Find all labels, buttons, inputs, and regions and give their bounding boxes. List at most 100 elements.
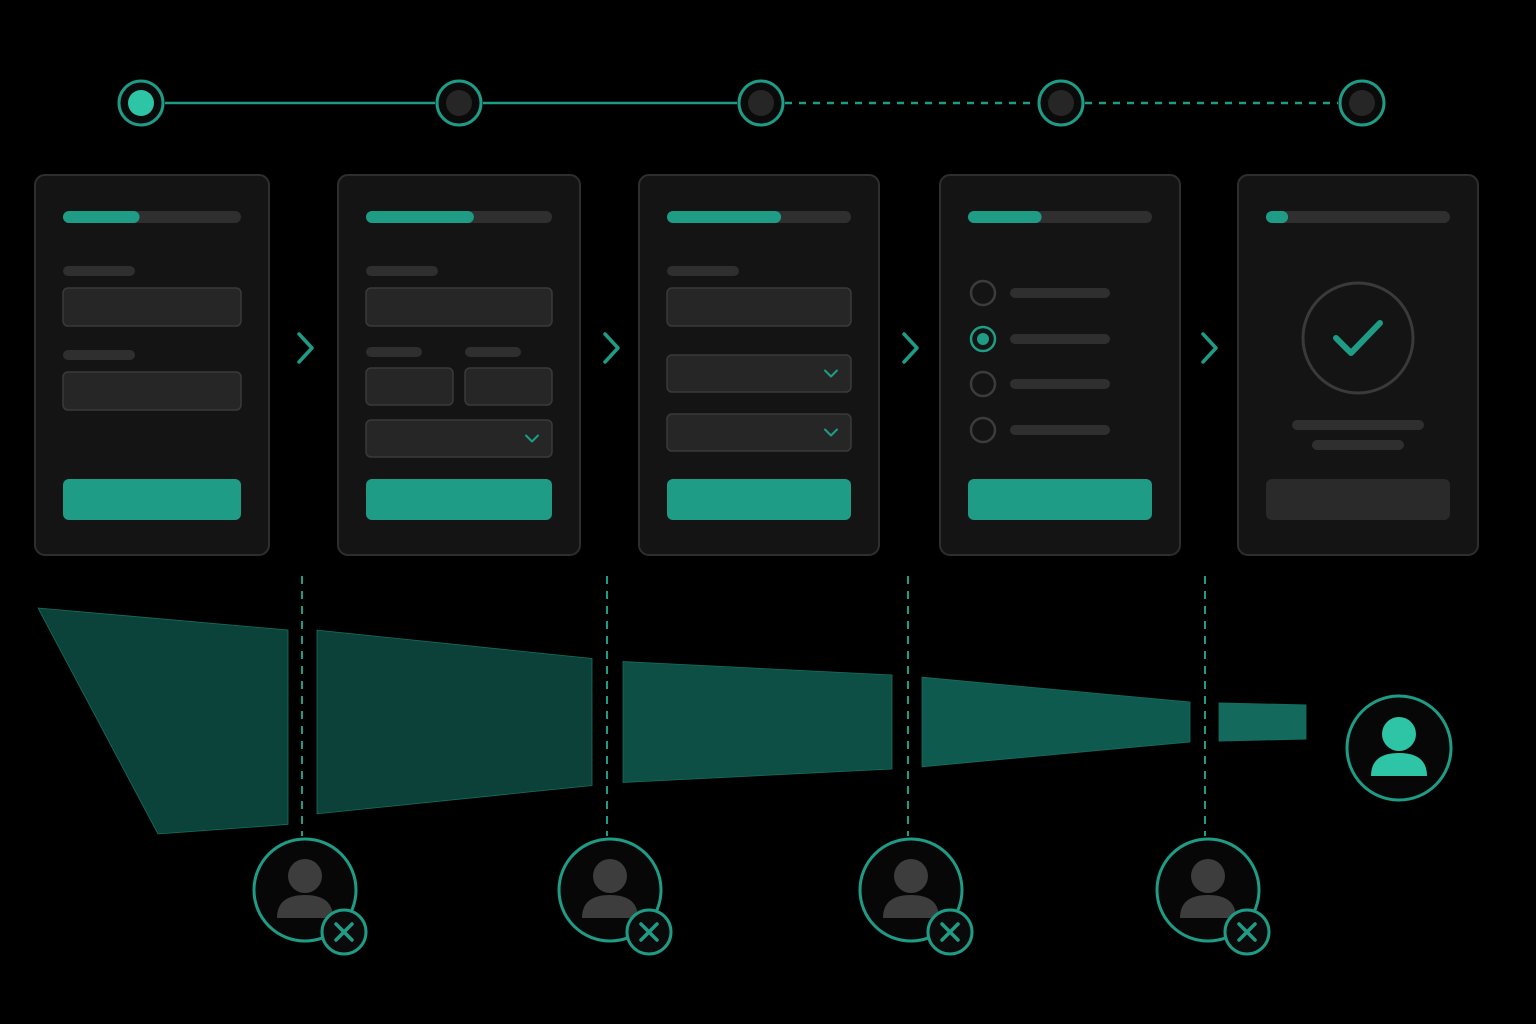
step-dot <box>1048 90 1074 116</box>
primary-button[interactable] <box>968 479 1152 520</box>
user-body <box>883 895 939 918</box>
option-label <box>1010 334 1110 344</box>
form-screens <box>34 174 1479 556</box>
option-label <box>1010 379 1110 389</box>
dropoff-guides <box>301 576 1206 836</box>
conversion-funnel <box>37 607 1307 835</box>
progress-fill <box>63 211 140 223</box>
stepper-step-4 <box>1037 79 1085 127</box>
user-head <box>894 859 928 893</box>
user-body <box>277 895 333 918</box>
radio-option-1 <box>969 279 1110 307</box>
dropoff-users <box>252 837 1271 956</box>
user-x-icon <box>858 837 974 956</box>
select-box <box>666 413 852 452</box>
chevron-down-icon <box>824 428 838 437</box>
text-field <box>666 287 852 327</box>
text-field <box>365 287 553 327</box>
radio-button <box>969 279 997 307</box>
screen-progress-bar <box>63 211 241 223</box>
user-head <box>1191 859 1225 893</box>
progress-track <box>1266 211 1450 223</box>
user-icon <box>1345 694 1453 802</box>
chevron-right-icon <box>902 332 919 364</box>
radio-option-3 <box>969 370 1110 398</box>
completed-user <box>1345 694 1453 802</box>
progress-stepper <box>117 79 1386 127</box>
chevron-right-icon <box>297 332 314 364</box>
text-field <box>62 287 242 327</box>
stepper-step-5 <box>1338 79 1386 127</box>
screen-progress-bar <box>1266 211 1450 223</box>
user-body <box>1180 895 1236 918</box>
stepper-step-2 <box>435 79 483 127</box>
step-dot <box>748 90 774 116</box>
progress-fill <box>1266 211 1289 223</box>
user-head <box>1382 717 1416 751</box>
check-ring <box>1301 281 1415 395</box>
select-box <box>365 419 553 458</box>
user-x-icon <box>1155 837 1271 956</box>
user-body <box>1371 753 1427 776</box>
radio-button <box>969 416 997 444</box>
secondary-button <box>1266 479 1450 520</box>
chevron-down-icon <box>824 369 838 378</box>
radio-option-2 <box>969 325 1110 353</box>
chevron-down-icon <box>525 434 539 443</box>
funnel-segment-4 <box>921 676 1191 768</box>
progress-fill <box>366 211 474 223</box>
screen-progress-bar <box>968 211 1152 223</box>
check-mark <box>1333 320 1383 356</box>
option-label <box>1010 425 1110 435</box>
screen-progress-bar <box>366 211 552 223</box>
check-circle-icon <box>1301 281 1415 395</box>
select-box <box>666 354 852 393</box>
primary-button[interactable] <box>366 479 552 520</box>
step-dot <box>1349 90 1375 116</box>
screen-card-4 <box>939 174 1181 556</box>
user-body <box>582 895 638 918</box>
screen-progress-bar <box>667 211 851 223</box>
user-head <box>288 859 322 893</box>
progress-fill <box>667 211 782 223</box>
field-label <box>63 350 135 360</box>
progress-fill <box>968 211 1042 223</box>
funnel-segment-1 <box>37 607 289 835</box>
stepper-step-1 <box>117 79 165 127</box>
primary-button[interactable] <box>667 479 851 520</box>
radio-dot <box>977 333 989 345</box>
user-x-icon <box>252 837 368 956</box>
screen-card-1 <box>34 174 270 556</box>
select-field <box>666 413 852 452</box>
close-icon <box>334 922 354 942</box>
close-icon <box>940 922 960 942</box>
chevron-right-icon <box>1201 332 1218 364</box>
funnel-segment-5 <box>1218 702 1307 742</box>
close-icon <box>1237 922 1257 942</box>
primary-button[interactable] <box>63 479 241 520</box>
option-label <box>1010 288 1110 298</box>
step-dot <box>446 90 472 116</box>
text-field-half <box>365 367 454 406</box>
screen-card-2 <box>337 174 581 556</box>
radio-button <box>969 325 997 353</box>
message-line <box>1292 420 1424 430</box>
radio-button <box>969 370 997 398</box>
select-field <box>365 419 553 458</box>
stepper-step-3 <box>737 79 785 127</box>
field-label <box>667 266 739 276</box>
screen-frame <box>939 174 1181 556</box>
field-label <box>465 347 521 357</box>
user-head <box>593 859 627 893</box>
screen-arrows <box>297 332 1218 364</box>
user-x-icon <box>557 837 673 956</box>
select-field <box>666 354 852 393</box>
step-dot <box>128 90 154 116</box>
field-label <box>366 266 438 276</box>
screen-card-3 <box>638 174 880 556</box>
radio-option-4 <box>969 416 1110 444</box>
field-label <box>63 266 135 276</box>
funnel-segment-3 <box>622 661 893 783</box>
screen-card-5 <box>1237 174 1479 556</box>
message-line <box>1312 440 1404 450</box>
